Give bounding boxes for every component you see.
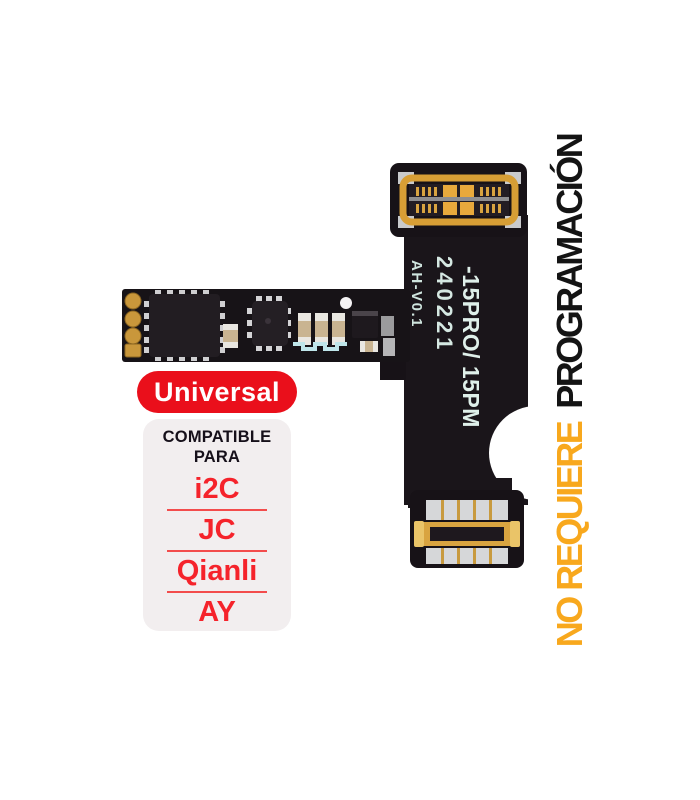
compatibility-item-qianli: Qianli bbox=[176, 554, 258, 587]
small-chip bbox=[352, 311, 378, 338]
capacitor-row bbox=[298, 313, 345, 345]
capacitor-component bbox=[223, 324, 238, 348]
flex-silkscreen-markings: -15PRO/ 15PM 240221 AH-V0.1 bbox=[408, 256, 484, 428]
compatibility-item-i2c: i2C bbox=[194, 472, 240, 505]
compatibility-item-jc: JC bbox=[198, 513, 236, 546]
flex-marking-version: AH-V0.1 bbox=[408, 260, 425, 328]
qfn-chip bbox=[247, 296, 291, 351]
edge-components bbox=[360, 316, 395, 356]
connector-teeth bbox=[416, 187, 501, 213]
universal-badge: Universal bbox=[137, 371, 297, 413]
compatibility-title: COMPATIBLE PARA bbox=[143, 428, 291, 468]
solder-trace bbox=[293, 342, 347, 351]
flex-marking-model: -15PRO/ 15PM bbox=[458, 266, 484, 428]
connector-center-contacts bbox=[443, 185, 474, 215]
flex-marking-date-code: 240221 bbox=[432, 256, 457, 353]
compatibility-title-line2: PARA bbox=[193, 447, 241, 466]
bottom-battery-connector bbox=[410, 490, 524, 568]
item-divider bbox=[167, 549, 267, 552]
item-divider bbox=[167, 508, 267, 511]
note-highlight-text: NO REQUIERE bbox=[549, 422, 590, 648]
no-programming-note: NO REQUIERE PROGRAMACIÓN bbox=[549, 135, 591, 648]
compatibility-title-line1: COMPATIBLE bbox=[162, 428, 272, 446]
compatibility-item-ay: AY bbox=[198, 595, 236, 628]
white-dot-marker bbox=[340, 297, 352, 309]
top-battery-connector bbox=[390, 163, 527, 237]
item-divider bbox=[167, 590, 267, 593]
gold-contact-pads bbox=[124, 292, 142, 358]
note-rest-text: PROGRAMACIÓN bbox=[549, 134, 590, 409]
main-ic-chip bbox=[144, 290, 225, 361]
ribbon-notch-cutout bbox=[489, 406, 583, 500]
compatibility-card: COMPATIBLE PARA i2C JC Qianli AY bbox=[143, 419, 291, 631]
flex-strip-horizontal bbox=[122, 289, 410, 362]
compatibility-list: i2C JC Qianli AY bbox=[143, 470, 291, 632]
